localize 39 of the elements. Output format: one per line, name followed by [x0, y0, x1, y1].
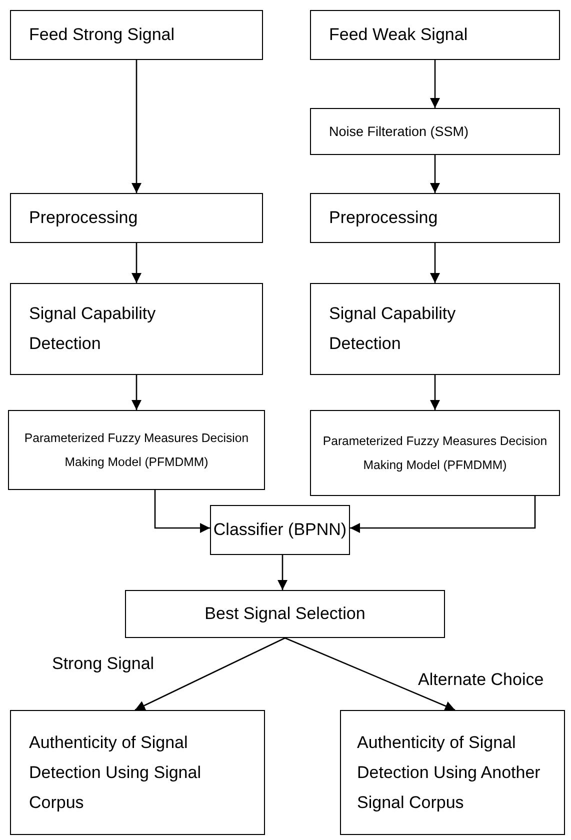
arrow	[350, 496, 536, 533]
box-label: Parameterized Fuzzy Measures Decision Making Model (PFMDMM)	[322, 433, 548, 474]
arrow	[430, 155, 440, 193]
box-label: Signal Capability Detection	[329, 303, 457, 355]
arrow	[134, 637, 286, 711]
box-label: Noise Filteration (SSM)	[329, 122, 470, 141]
process-box	[310, 283, 560, 375]
arrow	[430, 60, 440, 108]
process-box	[8, 410, 265, 490]
box-label: Preprocessing	[329, 207, 439, 229]
edge-label: Strong Signal	[52, 654, 154, 674]
arrow	[132, 243, 142, 283]
box-label: Signal Capability Detection	[29, 303, 157, 355]
process-box	[10, 193, 263, 243]
box-label: Preprocessing	[29, 207, 139, 229]
process-box	[125, 590, 445, 638]
arrow	[132, 60, 142, 193]
box-label: Parameterized Fuzzy Measures Decision Making Model (PFMDMM)	[23, 430, 250, 471]
process-box	[310, 410, 560, 496]
process-box	[10, 10, 263, 60]
arrow	[430, 243, 440, 283]
process-box	[340, 710, 565, 835]
arrow	[284, 637, 456, 711]
box-label: Classifier (BPNN)	[213, 519, 347, 541]
arrow	[278, 555, 288, 590]
arrow	[154, 490, 210, 533]
process-box	[310, 108, 560, 155]
arrow	[430, 375, 440, 410]
arrow	[132, 375, 142, 410]
box-label: Feed Weak Signal	[329, 24, 469, 46]
process-box	[10, 283, 263, 375]
process-box	[310, 10, 560, 60]
box-label: Best Signal Selection	[204, 603, 366, 625]
process-box	[310, 193, 560, 243]
box-label: Feed Strong Signal	[29, 24, 176, 46]
box-label: Authenticity of Signal Detection Using Signal Corpus	[29, 732, 202, 814]
process-box	[210, 505, 350, 555]
process-box	[10, 710, 265, 835]
box-label: Authenticity of Signal Detection Using Another Signal Corpus	[357, 732, 542, 814]
